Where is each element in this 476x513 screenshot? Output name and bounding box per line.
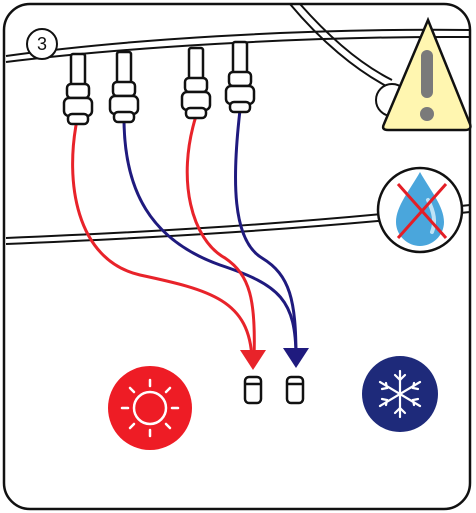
cold-hose-arrowhead bbox=[283, 348, 309, 368]
step-number-badge: 3 bbox=[26, 28, 58, 60]
sun-hot-icon bbox=[108, 366, 192, 450]
hose-connector-3 bbox=[180, 46, 212, 120]
cold-water-hose-left bbox=[122, 117, 298, 359]
no-water-drop-icon bbox=[376, 166, 464, 254]
hose-connector-4 bbox=[224, 40, 256, 114]
hose-connector-2 bbox=[108, 50, 140, 124]
snowflake-cold-icon bbox=[362, 356, 438, 432]
hose-connector-1 bbox=[62, 52, 94, 126]
hot-water-hose-left bbox=[71, 119, 254, 361]
cold-water-hose-right bbox=[234, 109, 298, 359]
hot-water-hose-right bbox=[185, 115, 256, 359]
warning-triangle-icon bbox=[375, 16, 472, 132]
hot-valve bbox=[243, 375, 263, 405]
cold-valve bbox=[285, 375, 305, 405]
hot-hose-arrowhead bbox=[240, 350, 266, 370]
step-number: 3 bbox=[37, 34, 47, 54]
